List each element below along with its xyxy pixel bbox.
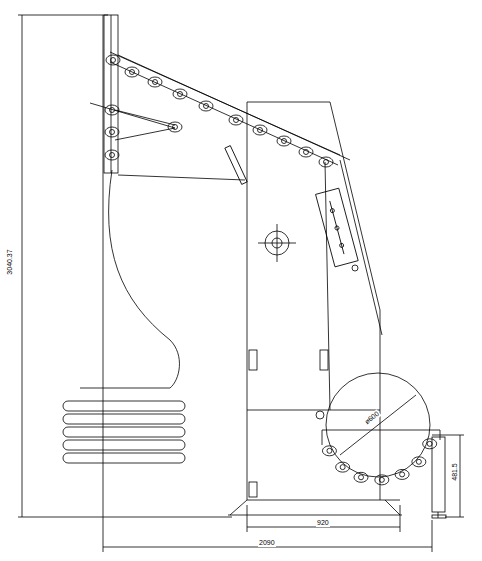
roller-hub: [110, 153, 115, 158]
roller-hub: [416, 459, 421, 464]
fabric-path: [118, 175, 245, 180]
frame-rail: [247, 500, 400, 501]
extension-line: [400, 505, 401, 532]
center-line: [277, 224, 278, 262]
left-post: [111, 15, 112, 173]
fabric-path: [325, 162, 330, 410]
guide-bar: [225, 146, 247, 185]
arm: [115, 110, 175, 125]
extension-line: [18, 517, 232, 518]
roller: [105, 105, 119, 115]
extension-line: [445, 517, 464, 518]
roller-hub: [359, 475, 364, 480]
access-slot: [249, 482, 257, 497]
extension-line: [18, 15, 108, 16]
batching-drum: [326, 373, 430, 477]
conveyor-frame: [118, 55, 350, 160]
dimension-label: 920: [316, 519, 330, 527]
roller-hub: [340, 465, 345, 470]
arm: [115, 128, 175, 140]
dimension-label: 3040.37: [6, 248, 14, 275]
guide-rollers: [105, 55, 437, 485]
small-roller: [316, 411, 324, 419]
extension-line: [247, 505, 248, 532]
roller: [322, 446, 336, 456]
dimension-label: 481.5: [451, 462, 459, 482]
right-post: [432, 437, 445, 512]
roller: [412, 457, 426, 467]
right-post: [432, 515, 446, 518]
roller: [105, 150, 119, 160]
arm: [90, 103, 175, 128]
roller-hub: [327, 448, 332, 453]
conveyor-frame: [110, 62, 338, 165]
control-panel: [316, 188, 359, 267]
drum-support: [322, 430, 440, 445]
dimension-label: 2090: [258, 539, 276, 547]
dimension-line: [460, 435, 461, 517]
extension-line: [432, 520, 433, 552]
main-frame: [247, 102, 380, 500]
access-slot: [249, 350, 257, 370]
roller-hub: [110, 130, 115, 135]
small-roller: [352, 265, 358, 271]
left-post: [104, 15, 118, 173]
fabric-path: [80, 170, 179, 388]
frame-rail: [247, 410, 380, 411]
dimension-line: [22, 15, 23, 517]
diameter-line: [340, 395, 416, 455]
roller: [199, 101, 213, 111]
frame-line: [103, 15, 104, 552]
access-slot: [320, 350, 328, 370]
folded-fabric: [63, 401, 185, 463]
roller-hub: [400, 472, 405, 477]
extension-line: [432, 435, 464, 436]
fabric-path: [340, 160, 382, 335]
roller-hub: [427, 441, 432, 446]
base: [228, 500, 402, 515]
roller: [105, 127, 119, 137]
